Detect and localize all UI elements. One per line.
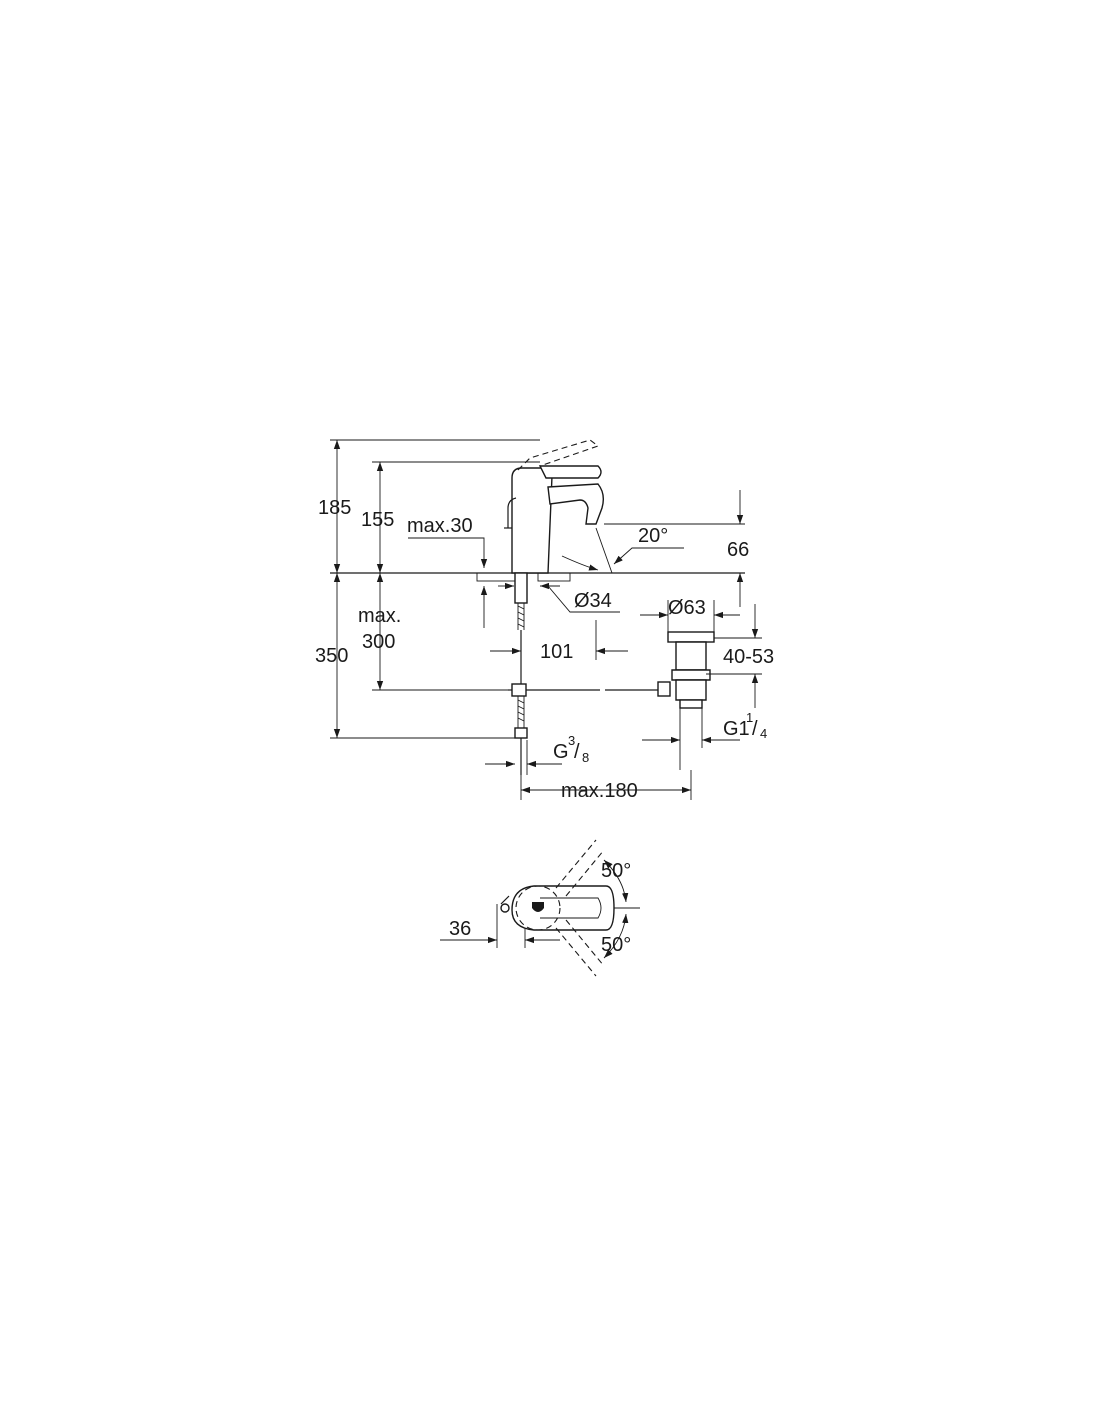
dim-max-label: max. <box>358 605 401 627</box>
dim-300-label: 300 <box>362 631 395 653</box>
deck-hatch-right <box>537 572 571 582</box>
svg-text:G: G <box>553 741 569 763</box>
dim-50deg-bottom-label: 50° <box>601 934 631 956</box>
svg-text:G1: G1 <box>723 718 750 740</box>
dim-36-label: 36 <box>449 918 471 940</box>
side-view: 185 155 max.30 20° 66 Ø34 Ø63 <box>315 439 774 802</box>
top-body-circle <box>515 885 561 931</box>
dim-max30-label: max.30 <box>407 515 473 537</box>
svg-text:3: 3 <box>568 733 575 748</box>
dim-350-label: 350 <box>315 645 348 667</box>
svg-text:1: 1 <box>746 710 753 725</box>
dim-66-label: 66 <box>727 539 749 561</box>
dim-20deg-label: 20° <box>638 525 668 547</box>
dim-leader-max30 <box>408 537 488 568</box>
top-view: 50° 50° 36 <box>440 839 640 977</box>
dim-g1-quarter: G1 1 / 4 <box>723 710 767 741</box>
dim-d63-label: Ø63 <box>668 597 706 619</box>
dim-d34-label: Ø34 <box>574 590 612 612</box>
svg-text:8: 8 <box>582 750 589 765</box>
top-indicator <box>532 902 544 912</box>
dim-50deg-top-label: 50° <box>601 860 631 882</box>
top-handle <box>511 885 615 931</box>
dim-185-label: 185 <box>318 497 351 519</box>
dim-155-label: 155 <box>361 509 394 531</box>
faucet-body <box>504 439 605 574</box>
svg-text:/: / <box>574 741 580 763</box>
svg-text:4: 4 <box>760 726 767 741</box>
deck-hatch-left <box>476 572 516 582</box>
faucet-shank <box>514 572 528 690</box>
svg-text:/: / <box>752 718 758 740</box>
waste-linkage <box>508 683 660 775</box>
dim-40-53-label: 40-53 <box>723 646 774 668</box>
dim-max180-label: max.180 <box>561 780 638 802</box>
dim-101-label: 101 <box>540 641 573 663</box>
waste-fitting <box>657 631 715 709</box>
dim-g-three-eighths: G 3 / 8 <box>553 733 589 765</box>
